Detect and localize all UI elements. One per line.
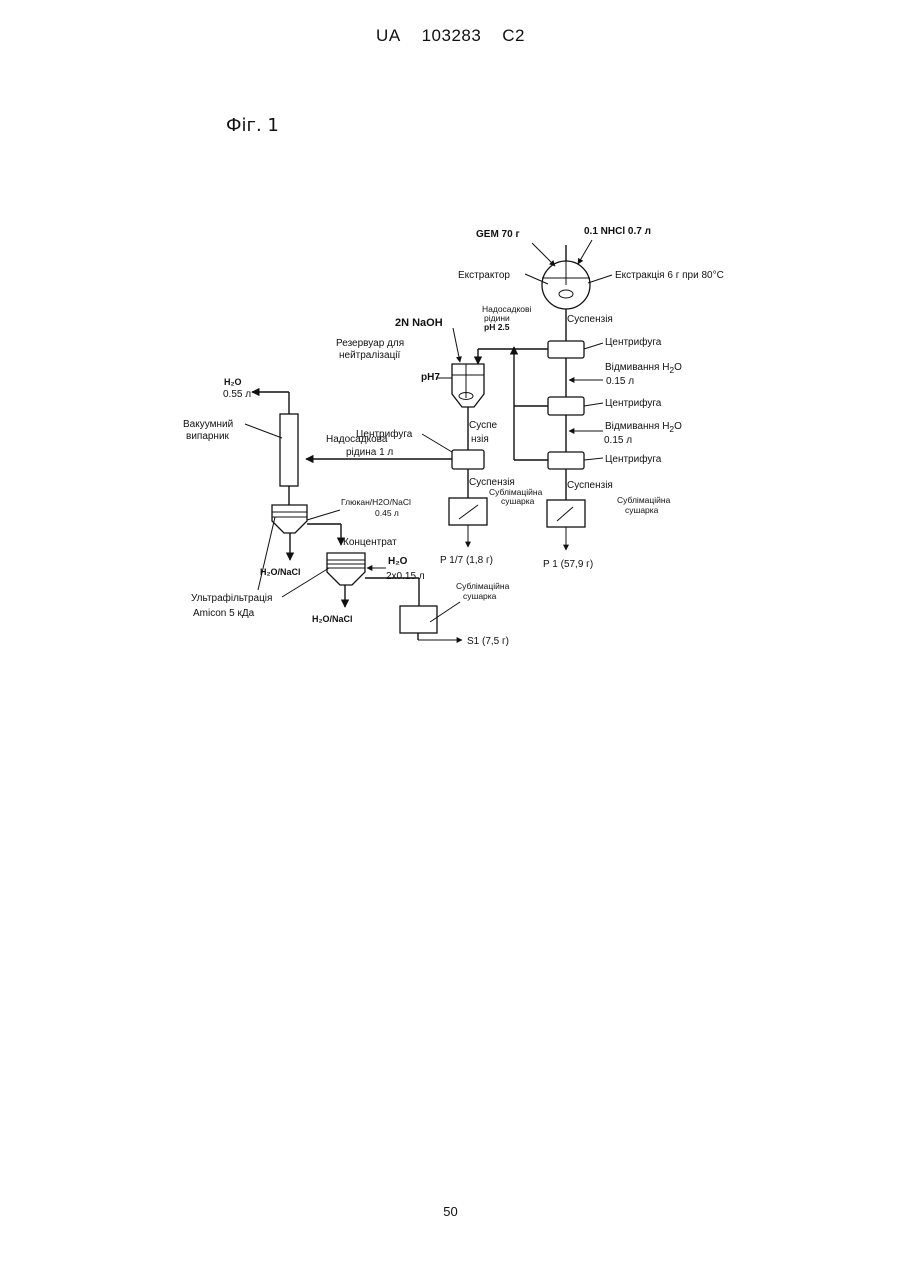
- suspension-label-1: Суспензія: [567, 314, 613, 325]
- centrifuge-box-2: [548, 397, 584, 415]
- evaporator-label-2: випарник: [186, 431, 230, 442]
- h2o-wash-label: H₂O: [388, 556, 408, 567]
- freeze-dryer-right-label-1: Сублімаційна: [617, 495, 671, 505]
- gem-inflow-arrow: [532, 243, 555, 266]
- freeze-dryer-mid-label-2: сушарка: [501, 496, 535, 506]
- h2o-nacl-label-1: H₂O/NaCl: [260, 567, 301, 577]
- extraction-pointer: [588, 275, 612, 283]
- centrifuge-label-3: Центрифуга: [605, 453, 662, 465]
- page-number: 50: [0, 1204, 901, 1219]
- reservoir-label-2: нейтралізації: [339, 350, 401, 361]
- wash-label-1: Відмивання H2O: [605, 362, 682, 375]
- p17-label: P 1/7 (1,8 г): [440, 555, 493, 566]
- p1-label: P 1 (57,9 г): [543, 559, 593, 570]
- wash-vol-2: 0.15 л: [604, 435, 632, 446]
- supernatant-1l-label-a: Надосадкова: [326, 434, 388, 445]
- hcl-inflow-arrow: [578, 240, 592, 264]
- naoh-label: 2N NaOH: [395, 317, 443, 329]
- ph25-label: pH 2.5: [484, 322, 510, 332]
- freeze-dryer-s1-label-1: Сублімаційна: [456, 581, 510, 591]
- wash-label-2: Відмивання H2O: [605, 421, 682, 434]
- ultrafiltration-pointer-1: [258, 517, 275, 590]
- extraction-label: Екстракція 6 г при 80°C: [615, 270, 724, 281]
- suspension-label-2: Суспензія: [567, 480, 613, 491]
- centrifuge-label-2: Центрифуга: [605, 397, 662, 409]
- freeze-dryer-mid: [449, 498, 487, 525]
- centrifuge-box-1: [548, 341, 584, 358]
- freeze-dryer-s1-label-2: сушарка: [463, 591, 497, 601]
- supernatant-1l-label-b: рідина 1 л: [346, 447, 393, 458]
- freeze-dryer-s1: [400, 606, 437, 633]
- centrifuge-box-mid: [452, 450, 484, 469]
- concentrate-label: Концентрат: [343, 537, 397, 548]
- neutralization-reservoir: [452, 364, 484, 407]
- ultrafiltration-label-2: Amicon 5 кДа: [193, 608, 255, 619]
- centrifuge-box-3: [548, 452, 584, 469]
- h2o-top-label: H₂O: [224, 377, 242, 387]
- glucan-label-2: 0.45 л: [375, 508, 399, 518]
- vacuum-evaporator: [280, 414, 298, 486]
- centrifuge-label-1: Центрифуга: [605, 336, 662, 348]
- h2o-nacl-label-2: H₂O/NaCl: [312, 614, 353, 624]
- freeze-dryer-right-label-2: сушарка: [625, 505, 659, 515]
- glucan-label-1: Глюкан/H2O/NaCl: [341, 497, 411, 507]
- ultrafiltration-unit-2: [327, 553, 365, 585]
- gem-label: GEM 70 г: [476, 229, 520, 240]
- reservoir-label-1: Резервуар для: [336, 338, 404, 349]
- suspension-mid-label-a: Суспе: [469, 420, 498, 431]
- wash-vol-1: 0.15 л: [606, 376, 634, 387]
- hcl-label: 0.1 NHCl 0.7 л: [584, 226, 651, 237]
- evaporator-label-1: Вакуумний: [183, 419, 233, 430]
- suspension-mid-label-b: нзія: [471, 434, 489, 445]
- h2o-top-vol: 0.55 л: [223, 389, 251, 400]
- ultrafiltration-label-1: Ультрафільтрація: [191, 592, 272, 604]
- naoh-arrow: [453, 328, 460, 362]
- extractor-label: Екстрактор: [458, 270, 510, 281]
- ultrafiltration-unit-1: [272, 505, 307, 533]
- s1-label: S1 (7,5 г): [467, 636, 509, 647]
